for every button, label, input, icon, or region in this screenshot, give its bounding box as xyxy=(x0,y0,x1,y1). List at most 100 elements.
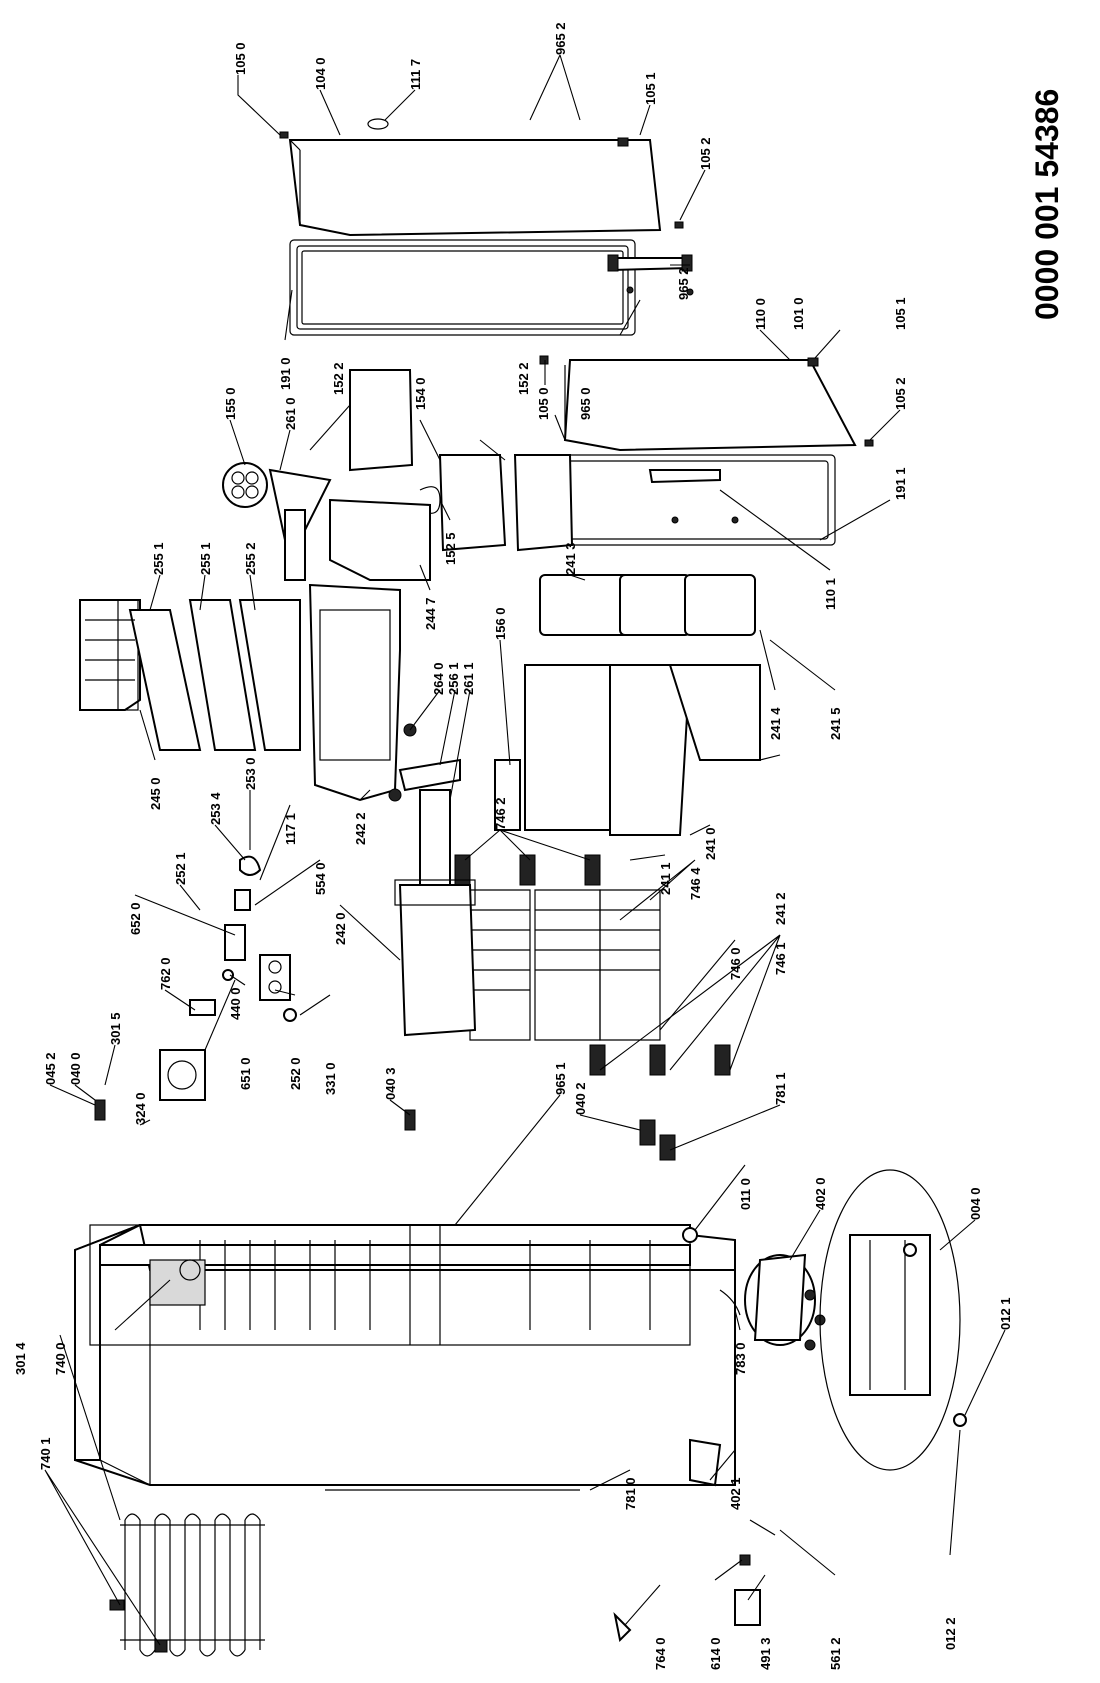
part-label: 255 1 xyxy=(198,542,213,575)
compressor xyxy=(744,1253,826,1351)
part-label: 402 0 xyxy=(813,1177,828,1210)
drain-and-accessories xyxy=(325,1289,776,1643)
part-label: 255 2 xyxy=(243,542,258,575)
document-number: 0000 001 54386 xyxy=(1029,89,1065,320)
part-label: 110 0 xyxy=(753,298,768,330)
freezer-drawers xyxy=(494,574,761,836)
part-label: 965 2 xyxy=(553,22,568,55)
part-label: 746 0 xyxy=(728,947,743,980)
part-label: 252 0 xyxy=(288,1057,303,1090)
part-label: 746 1 xyxy=(773,942,788,975)
part-label: 746 4 xyxy=(688,867,703,900)
part-label: 152 2 xyxy=(516,362,531,395)
part-label: 781 1 xyxy=(773,1072,788,1105)
part-label: 105 0 xyxy=(233,42,248,75)
part-label: 154 0 xyxy=(413,377,428,410)
part-label: 651 0 xyxy=(238,1057,253,1090)
part-label: 783 0 xyxy=(733,1342,748,1375)
part-label: 762 0 xyxy=(158,957,173,990)
part-label: 241 3 xyxy=(563,542,578,575)
part-label: 105 1 xyxy=(643,72,658,105)
fan-motor xyxy=(159,999,216,1101)
part-label: 324 0 xyxy=(133,1092,148,1125)
part-label: 740 1 xyxy=(38,1437,53,1470)
part-label: 105 1 xyxy=(893,297,908,330)
door-upper xyxy=(279,118,684,237)
part-label: 156 0 xyxy=(493,607,508,640)
part-label: 152 2 xyxy=(331,362,346,395)
part-label: 244 7 xyxy=(423,597,438,630)
part-label: 781 0 xyxy=(623,1477,638,1510)
part-label: 561 2 xyxy=(828,1637,843,1670)
part-label: 402 1 xyxy=(728,1477,743,1510)
part-label: 301 5 xyxy=(108,1012,123,1045)
part-label: 011 0 xyxy=(738,1178,753,1210)
part-label: 252 1 xyxy=(173,852,188,885)
part-label: 242 0 xyxy=(333,912,348,945)
part-label: 012 2 xyxy=(943,1617,958,1650)
part-label: 746 2 xyxy=(493,797,508,830)
part-label: 554 0 xyxy=(313,862,328,895)
bottom-basket xyxy=(394,879,477,1037)
part-label: 241 0 xyxy=(703,827,718,860)
part-label: 004 0 xyxy=(968,1187,983,1220)
part-label: 261 1 xyxy=(461,662,476,695)
part-label: 101 0 xyxy=(791,297,806,330)
part-label: 191 1 xyxy=(893,467,908,500)
part-label: 155 0 xyxy=(223,387,238,420)
door-balconies xyxy=(349,369,574,552)
part-label: 491 3 xyxy=(758,1637,773,1670)
part-label: 256 1 xyxy=(446,662,461,695)
part-label: 965 2 xyxy=(676,267,691,300)
part-label: 331 0 xyxy=(323,1062,338,1095)
part-label: 012 1 xyxy=(998,1297,1013,1330)
part-label: 191 0 xyxy=(278,357,293,390)
part-label: 264 0 xyxy=(431,662,446,695)
part-label: 105 2 xyxy=(893,377,908,410)
evaporator-grids xyxy=(454,854,731,1076)
door-handle-upper xyxy=(607,254,694,296)
cabinet-interior xyxy=(89,1224,691,1346)
hinges-and-brackets xyxy=(94,1099,698,1243)
evaporator-cover-and-fan xyxy=(222,462,431,581)
part-label: 045 2 xyxy=(43,1052,58,1085)
part-label: 105 2 xyxy=(698,137,713,170)
part-label: 440 0 xyxy=(228,987,243,1020)
leader-lines xyxy=(44,54,1006,1646)
part-label: 152 5 xyxy=(443,532,458,565)
part-label: 255 1 xyxy=(151,542,166,575)
part-label: 040 0 xyxy=(68,1052,83,1085)
part-label: 241 1 xyxy=(658,862,673,895)
part-label: 245 0 xyxy=(148,777,163,810)
part-label: 117 1 xyxy=(283,813,298,845)
part-label: 105 0 xyxy=(536,387,551,420)
part-label: 241 5 xyxy=(828,707,843,740)
part-label: 040 2 xyxy=(573,1082,588,1115)
part-label: 104 0 xyxy=(313,57,328,90)
part-label: 301 4 xyxy=(13,1342,28,1375)
crisper-drawer xyxy=(308,583,461,891)
condenser-coil xyxy=(109,1513,265,1657)
part-label: 242 2 xyxy=(353,812,368,845)
part-label: 241 4 xyxy=(768,707,783,740)
part-label: 740 0 xyxy=(53,1342,68,1375)
part-labels: 105 0 104 0 111 7 965 2 105 1 105 2 110 … xyxy=(13,22,1013,1670)
part-label: 253 0 xyxy=(243,757,258,790)
part-label: 261 0 xyxy=(283,397,298,430)
door-lower xyxy=(539,355,874,452)
part-label: 111 7 xyxy=(408,59,423,90)
part-label: 965 0 xyxy=(578,387,593,420)
part-label: 614 0 xyxy=(708,1637,723,1670)
part-label: 764 0 xyxy=(653,1637,668,1670)
part-label: 110 1 xyxy=(823,578,838,610)
shelves-fridge xyxy=(79,599,301,751)
part-label: 040 3 xyxy=(383,1067,398,1100)
compressor-plate-detail xyxy=(819,1169,967,1471)
part-label: 965 1 xyxy=(553,1062,568,1095)
part-label: 652 0 xyxy=(128,902,143,935)
door-gasket-upper xyxy=(289,239,636,336)
part-label: 241 2 xyxy=(773,892,788,925)
part-label: 253 4 xyxy=(208,792,223,825)
door-gasket-lower xyxy=(544,454,836,546)
